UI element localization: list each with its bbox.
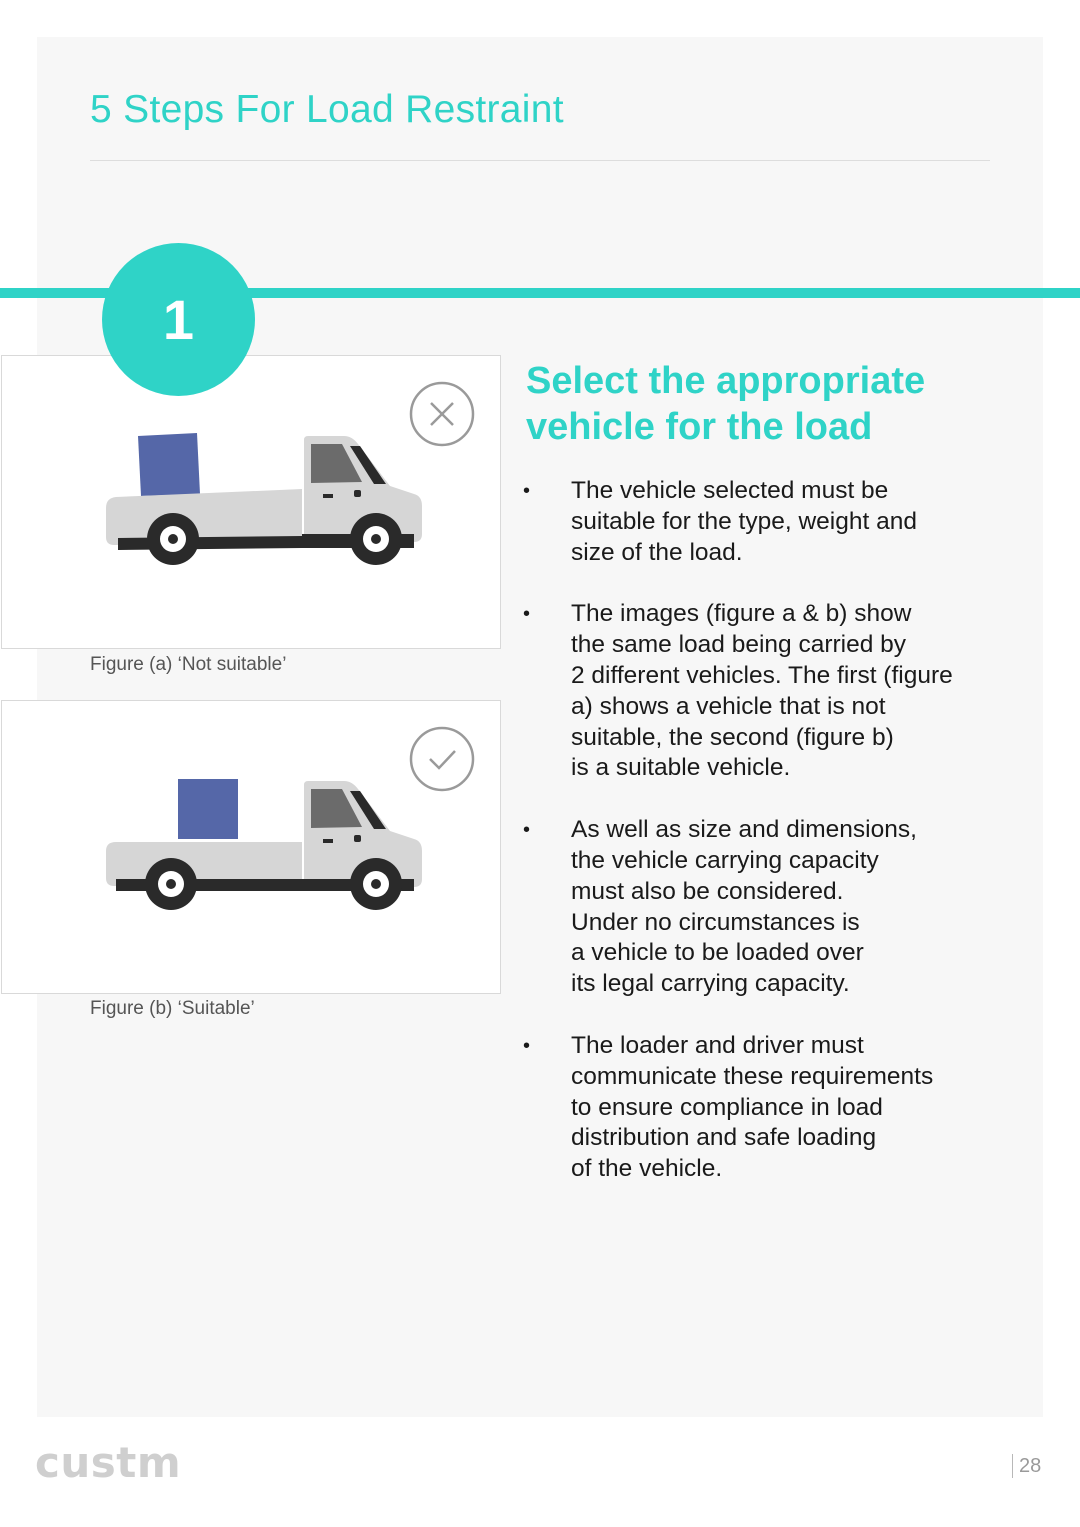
check-circle-icon — [409, 726, 475, 792]
step-bar — [0, 288, 1080, 298]
bullet-text: The loader and driver must communicate t… — [571, 1031, 934, 1183]
front-wheel — [350, 513, 402, 565]
step-number: 1 — [162, 287, 195, 351]
truck-illustration-not-suitable — [106, 381, 475, 565]
title-divider — [90, 160, 990, 161]
bullet-marker: • — [523, 603, 531, 626]
bullet-marker: • — [523, 1034, 531, 1057]
bullet-marker: • — [523, 480, 531, 502]
bullet-text: As well as size and dimensions, the vehi… — [571, 816, 917, 998]
bullet-marker: • — [523, 819, 531, 842]
bullet-list: • The vehicle selected must be suitable … — [523, 476, 1023, 1216]
brand-logo: custm — [35, 1438, 182, 1487]
figure-b-caption: Figure (b) ‘Suitable’ — [90, 998, 255, 1019]
list-item: • As well as size and dimensions, the ve… — [523, 815, 1023, 1000]
rear-wheel — [145, 858, 197, 910]
figure-a-caption: Figure (a) ‘Not suitable’ — [90, 654, 287, 675]
cross-circle-icon — [409, 381, 475, 447]
rear-wheel — [147, 513, 199, 565]
list-item: • The vehicle selected must be suitable … — [523, 476, 1023, 568]
page-number: 28 — [1012, 1454, 1041, 1478]
figure-not-suitable — [1, 355, 501, 649]
list-item: • The images (figure a & b) show the sam… — [523, 599, 1023, 784]
step-badge: 1 — [102, 243, 255, 396]
cargo-box — [178, 779, 238, 839]
cargo-box — [138, 433, 200, 496]
page-title: 5 Steps For Load Restraint — [90, 88, 564, 131]
bullet-text: The vehicle selected must be suitable fo… — [571, 477, 917, 566]
step-heading: Select the appropriate vehicle for the l… — [526, 360, 926, 448]
list-item: • The loader and driver must communicate… — [523, 1031, 1023, 1185]
truck-illustration-suitable — [106, 726, 475, 910]
figure-suitable — [1, 700, 501, 994]
front-wheel — [350, 858, 402, 910]
bullet-text: The images (figure a & b) show the same … — [571, 600, 953, 782]
